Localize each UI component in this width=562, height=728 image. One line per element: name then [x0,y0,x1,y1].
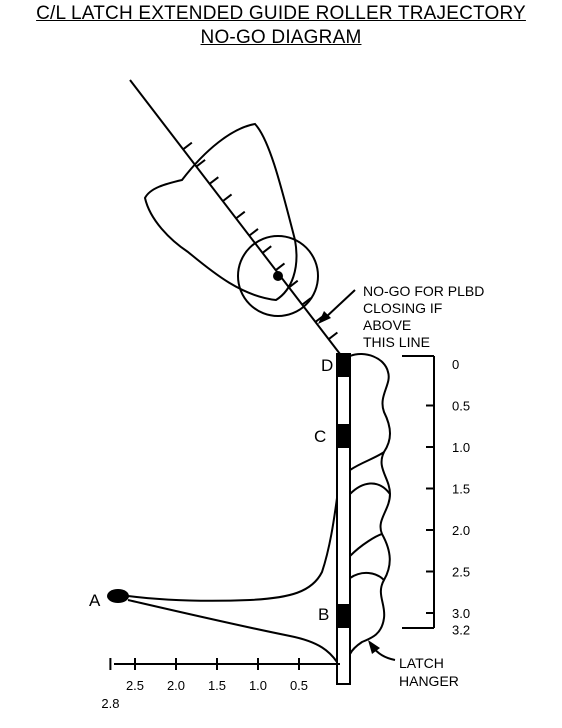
guide-roller-circle [237,235,319,317]
nogo-tick [195,159,206,168]
nogo-tick [261,245,272,254]
vertical-scale-label: 3.0 [452,606,470,621]
latch-note-line-2: HANGER [399,673,459,689]
horizontal-scale-label: 1.0 [249,678,267,693]
vertical-scale-ticks: 0 0.5 1.0 1.5 2.0 2.5 3.0 3.2 [426,357,470,638]
vertical-scale-label: 0 [452,357,459,372]
upper-trajectory-blob [143,122,298,302]
nogo-tick [222,193,233,202]
horizontal-scale-ticks: 2.5 2.0 1.5 1.0 0.5 2.8 [101,658,308,711]
nogo-ticks [182,141,338,340]
nogo-note-line-4: THIS LINE [363,334,430,350]
nogo-pointer-line [324,289,356,319]
right-lobe-divider-2 [349,482,391,495]
label-point-d: D [321,356,333,375]
nogo-note-line-1: NO-GO FOR PLBD [363,283,484,299]
latch-pointer-arrowhead [368,640,380,654]
point-a-marker [107,589,129,603]
nogo-tick [288,279,299,289]
nogo-note-line-3: ABOVE [363,317,411,333]
nogo-tick [235,210,246,220]
vertical-scale-label: 3.2 [452,623,470,638]
vertical-scale-label: 0.5 [452,399,470,414]
right-lobe-divider-4 [349,572,385,581]
nogo-tick [301,297,312,306]
label-point-a: A [89,591,101,610]
roller-center-dot [273,271,283,281]
nogo-pointer-arrowhead [318,311,331,324]
left-trajectory-wedge [127,497,338,602]
right-lobe-outline [349,353,392,655]
label-point-c: C [314,427,326,446]
right-lobe-divider-3 [349,533,383,557]
right-lobe-divider-1 [349,451,385,471]
vertical-scale-label: 2.5 [452,565,470,580]
label-point-b: B [318,605,329,624]
vertical-scale-label: 2.0 [452,523,470,538]
nogo-tick [182,141,193,151]
marker-c [337,424,350,448]
diagram-title: C/L LATCH EXTENDED GUIDE ROLLER TRAJECTO… [36,3,526,24]
nogo-tick [248,228,259,237]
nogo-line [129,79,341,355]
vertical-scale-label: 1.0 [452,440,470,455]
left-trajectory-lower-edge [127,599,338,663]
horizontal-scale-label: 2.0 [167,678,185,693]
vertical-scale-label: 1.5 [452,482,470,497]
nogo-note-line-2: CLOSING IF [363,300,442,316]
horizontal-scale-label: 0.5 [290,678,308,693]
marker-b [337,604,350,628]
nogo-tick [208,176,219,185]
nogo-tick [275,262,286,271]
horizontal-scale-label: 2.5 [126,678,144,693]
marker-d [337,355,350,377]
horizontal-scale-label: 1.5 [208,678,226,693]
nogo-tick [328,331,338,340]
diagram-subtitle: NO-GO DIAGRAM [200,27,362,48]
horizontal-scale-label-max: 2.8 [101,696,119,711]
latch-note-line-1: LATCH [399,655,444,671]
latch-hanger-bar [336,353,351,685]
